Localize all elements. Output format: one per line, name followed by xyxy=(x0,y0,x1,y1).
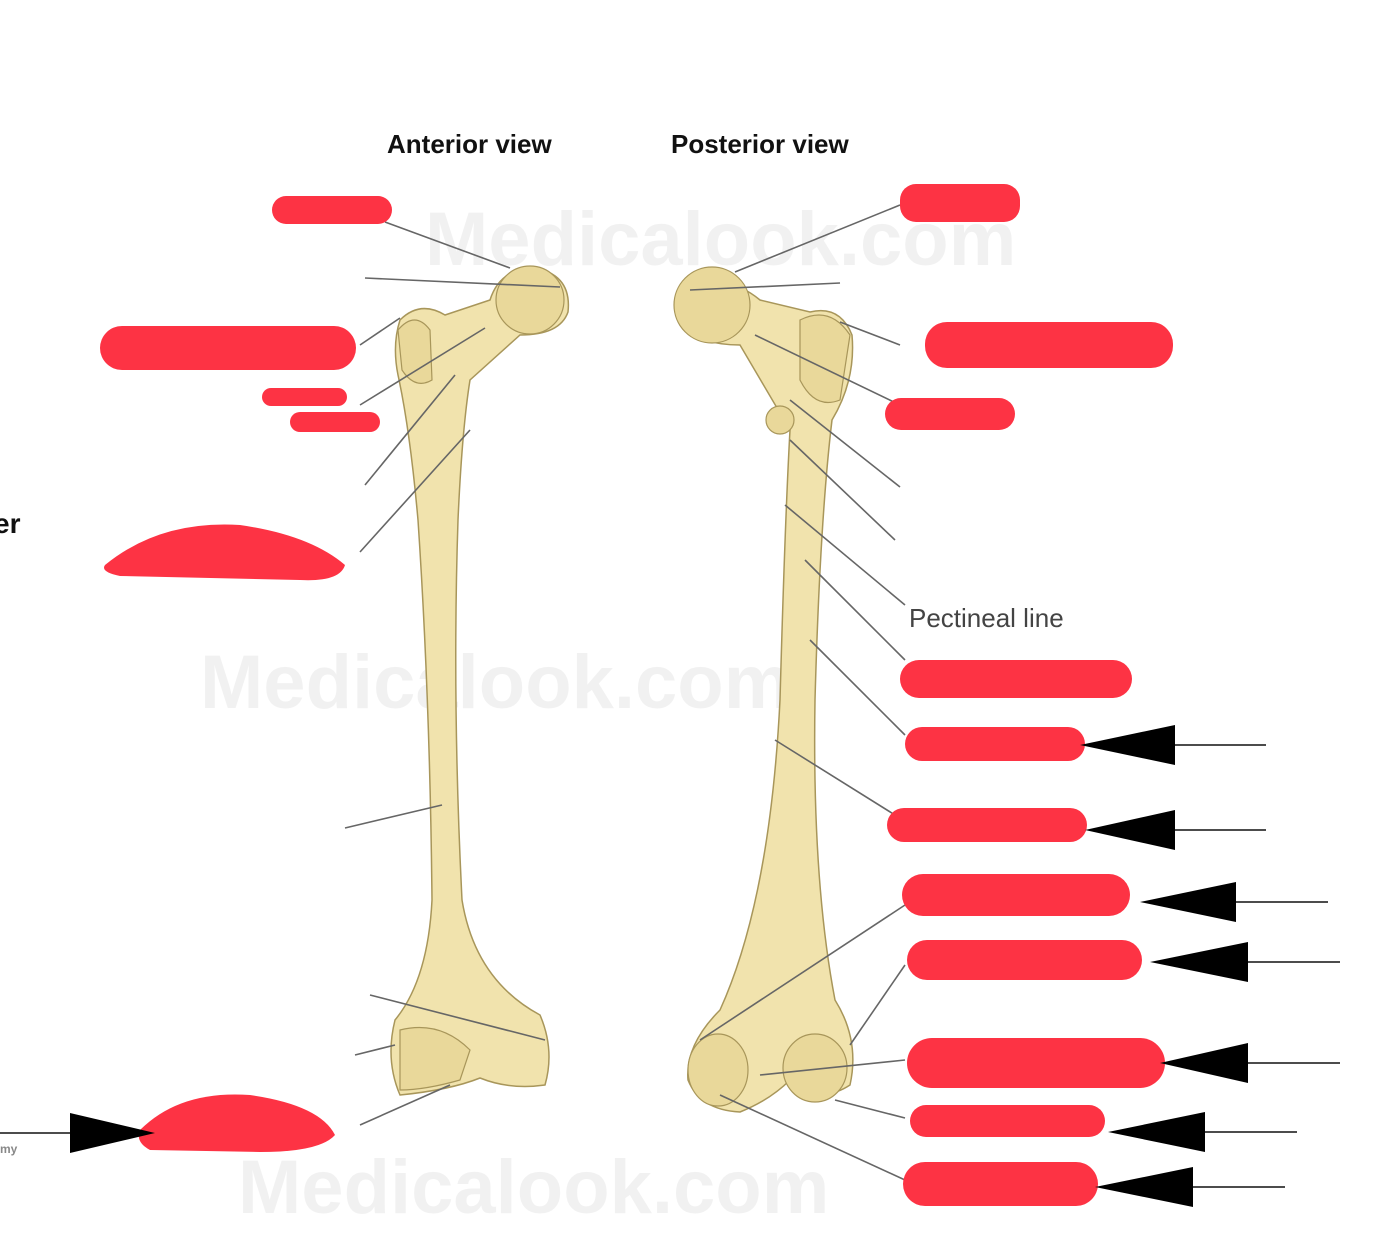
anterior-femur xyxy=(390,265,570,1096)
leader-lines xyxy=(344,204,906,1181)
watermark: Medicalook.com xyxy=(238,1145,829,1230)
left-edge-text-fragment: er xyxy=(0,508,21,539)
left-caption-fragment: my xyxy=(0,1142,18,1156)
posterior-view-title: Posterior view xyxy=(671,129,850,159)
redaction-marks xyxy=(100,184,1173,1206)
anterior-view-title: Anterior view xyxy=(387,129,552,159)
pectineal-line-label: Pectineal line xyxy=(909,603,1064,633)
watermark: Medicalook.com xyxy=(200,640,791,725)
posterior-femur xyxy=(673,266,854,1113)
pointer-arrows xyxy=(0,725,1340,1207)
